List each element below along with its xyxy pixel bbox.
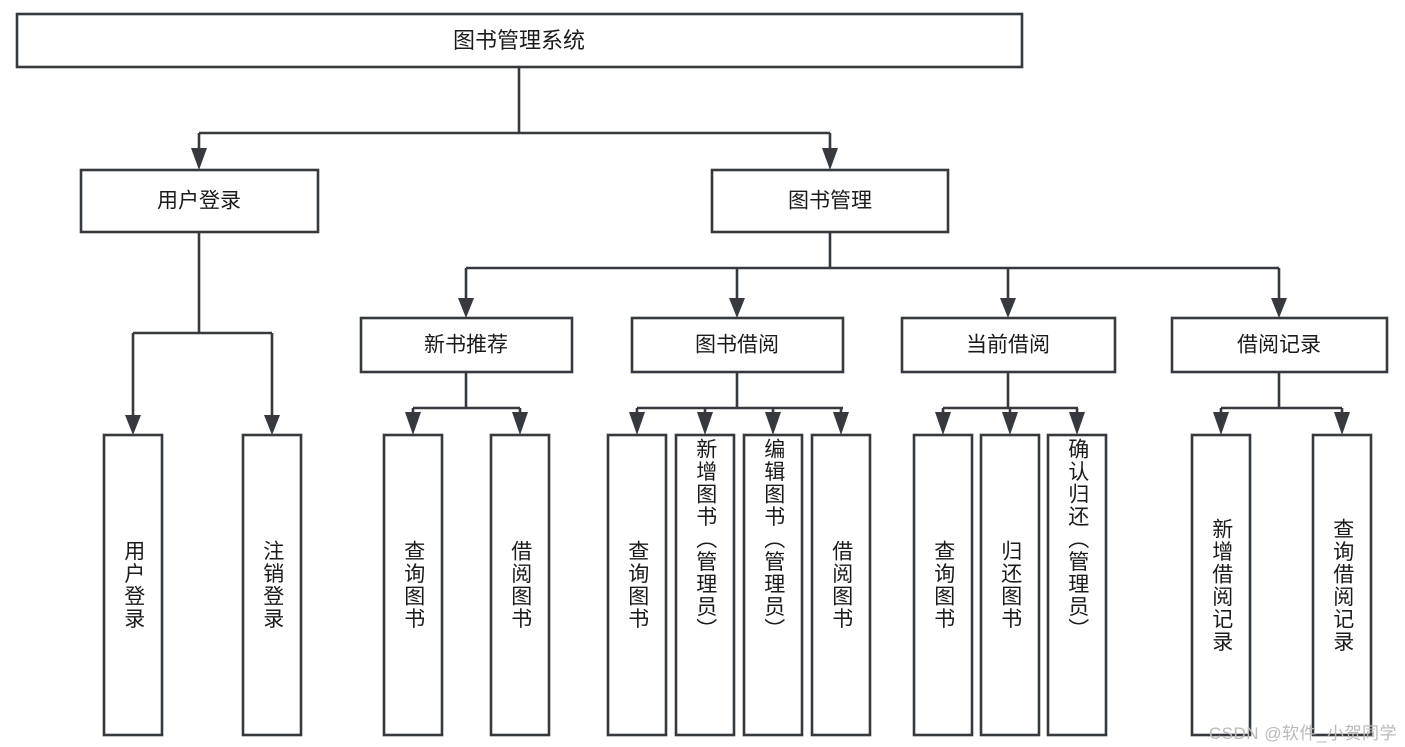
root-box[interactable] [15,12,1024,69]
arrowhead-confirm-return [1069,412,1085,435]
node-root[interactable]: 图书管理系统 [15,12,1024,69]
arrowhead-query-book-3 [935,412,951,435]
leaf-box-add-record[interactable] [1190,433,1252,737]
book-manage-box[interactable] [710,168,950,234]
new-book-rec-label: 新书推荐 [424,334,508,357]
node-book-borrow[interactable]: 图书借阅 [630,316,845,374]
arrowhead-book-manage [822,148,838,170]
node-book-manage[interactable]: 图书管理 [710,168,950,234]
leaf-box-query-book-2[interactable] [606,433,668,737]
borrow-record-box[interactable] [1170,316,1389,374]
root-label: 图书管理系统 [453,28,585,53]
leaf-boxes [102,433,1373,737]
arrowhead-book-borrow [729,298,745,318]
leaf-box-add-book[interactable] [674,433,736,737]
arrowhead-edit-book [765,412,781,435]
leaf-box-query-book-3[interactable] [912,433,974,737]
borrow-record-label: 借阅记录 [1237,334,1321,357]
connectors-current-borrow-leaves [935,372,1085,435]
arrowhead-query-record [1334,412,1350,435]
arrowhead-borrow-book-1 [512,412,528,435]
arrowhead-add-record [1213,412,1229,435]
connectors-book-borrow-leaves [629,372,849,435]
arrowhead-query-book-2 [629,412,645,435]
leaf-box-borrow-book-2[interactable] [810,433,872,737]
leaf-box-return-book[interactable] [979,433,1041,737]
leaf-box-edit-book[interactable] [742,433,804,737]
connectors-new-book-rec-leaves [405,372,528,435]
leaf-box-confirm-return[interactable] [1046,433,1108,737]
node-current-borrow[interactable]: 当前借阅 [900,316,1117,374]
node-user-login[interactable]: 用户登录 [79,168,320,234]
arrowhead-current-borrow [1000,298,1016,318]
current-borrow-box[interactable] [900,316,1117,374]
node-borrow-record[interactable]: 借阅记录 [1170,316,1389,374]
arrowhead-add-book [697,412,713,435]
book-borrow-box[interactable] [630,316,845,374]
user-login-box[interactable] [79,168,320,234]
connectors-borrow-record-leaves [1213,372,1350,435]
arrowhead-borrow-book-2 [833,412,849,435]
node-new-book-rec[interactable]: 新书推荐 [359,316,574,374]
book-borrow-label: 图书借阅 [695,334,779,357]
arrowhead-user-login [191,148,207,170]
leaf-box-borrow-book-1[interactable] [489,433,551,737]
arrowhead-borrow-record [1271,298,1287,318]
connectors-root-arrows [191,148,838,170]
user-login-label: 用户登录 [157,190,241,213]
new-book-rec-box[interactable] [359,316,574,374]
arrowhead-new-book-rec [458,298,474,318]
csdn-watermark: CSDN @软件_小贺同学 [1208,724,1397,743]
arrowhead-query-book-1 [405,412,421,435]
arrowhead-leaf-user-login [125,415,141,435]
connectors-user-login-leaves [125,232,280,435]
leaf-box-logout[interactable] [241,433,303,737]
connectors-level1-to-level2 [458,232,1287,318]
connectors-root-to-level1 [197,67,832,152]
arrowhead-return-book [1002,412,1018,435]
leaf-box-user-login[interactable] [102,433,164,737]
arrowhead-leaf-logout [264,415,280,435]
current-borrow-label: 当前借阅 [966,334,1050,357]
leaf-box-query-book-1[interactable] [382,433,444,737]
book-manage-label: 图书管理 [788,190,872,213]
leaf-box-query-record[interactable] [1311,433,1373,737]
